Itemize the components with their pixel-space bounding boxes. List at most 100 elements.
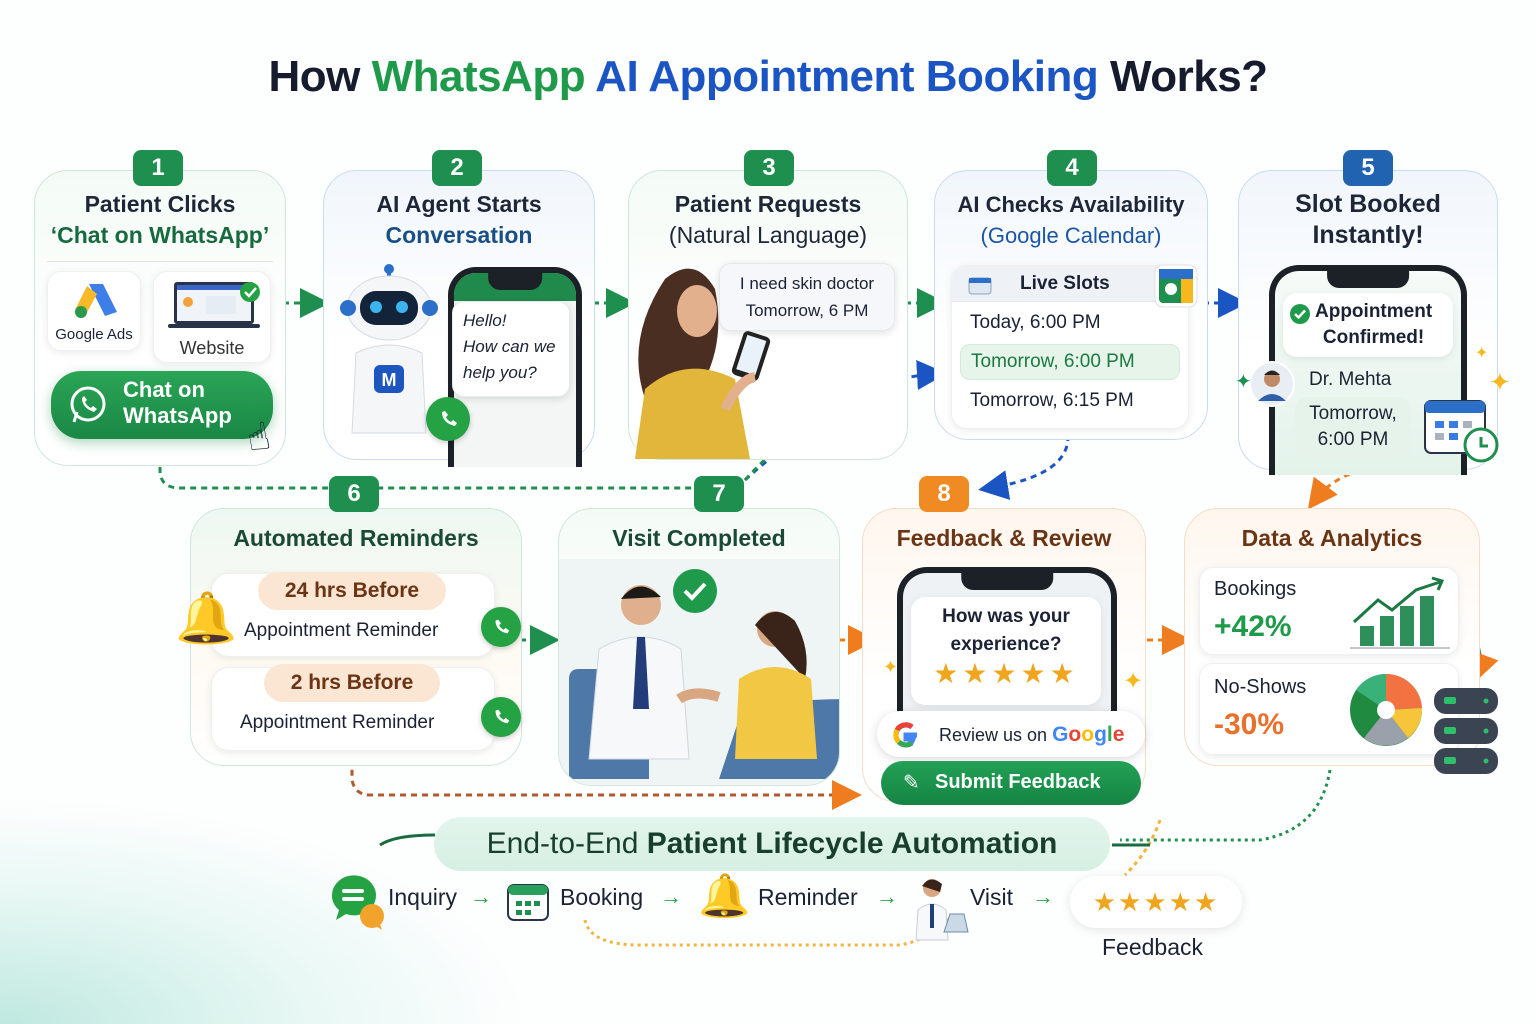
arrow-icon: → [1032, 884, 1054, 909]
step-1-card: Patient Clicks ‘Chat on WhatsApp’ Google … [34, 170, 286, 466]
whatsapp-icon [70, 386, 106, 423]
doctor-patient-handshake-illustration [559, 559, 839, 785]
step-1-badge: 1 [133, 150, 183, 186]
step-6-title: Automated Reminders [233, 525, 479, 551]
website-label: Website [179, 338, 245, 358]
cta-line-2: WhatsApp [123, 403, 232, 428]
bell-icon: 🔔 [698, 872, 751, 919]
sparkle-icon: ✦ [1489, 367, 1511, 397]
step-3-card: Patient Requests (Natural Language) I nee… [628, 170, 908, 460]
calendar-clock-icon [1424, 400, 1499, 463]
whatsapp-icon [426, 397, 470, 441]
database-server-icon [1434, 688, 1498, 774]
title-text: How [268, 52, 372, 101]
bookings-metric: Bookings +42% [1199, 567, 1459, 655]
step-5-badge: 5 [1343, 150, 1393, 186]
arrow-icon: → [876, 884, 898, 909]
website-laptop-icon [168, 282, 260, 328]
step-3-title: Patient Requests [674, 191, 862, 217]
step-4-title: AI Checks Availability [957, 192, 1185, 217]
step-1-subtitle: ‘Chat on WhatsApp’ [50, 222, 270, 248]
stage-reminder: Reminder [758, 884, 858, 910]
google-calendar-icon [1154, 264, 1198, 308]
review-label: Review us on [939, 725, 1053, 745]
slot-option[interactable]: Today, 6:00 PM [970, 312, 1101, 333]
step-8-badge: 8 [919, 476, 969, 512]
pie-chart-icon [1350, 673, 1423, 746]
step-3-badge: 3 [744, 150, 794, 186]
step-4-card: AI Checks Availability(Google Calendar) … [934, 170, 1208, 440]
robot-icon: M [340, 264, 438, 434]
step-7-card: Visit Completed [558, 508, 840, 786]
google-ads-tile[interactable]: Google Ads [47, 271, 141, 351]
sparkle-icon: ✦ [883, 657, 899, 677]
no-shows-metric: No-Shows -30% [1199, 663, 1459, 755]
doctor-avatar [1249, 361, 1295, 407]
arrow-icon: → [470, 884, 492, 909]
google-ads-label: Google Ads [55, 326, 133, 343]
step-2-subtitle: Conversation [385, 222, 533, 248]
step-5-title: Slot Booked [1295, 190, 1441, 218]
chat-bubble-icon [331, 875, 384, 930]
doctor-at-laptop-icon [915, 879, 969, 941]
step-1-title: Patient Clicks [84, 191, 236, 217]
pencil-icon: ✎ [903, 772, 920, 794]
stage-inquiry: Inquiry [388, 884, 458, 910]
sparkle-icon: ✦ [1123, 668, 1144, 695]
analytics-title: Data & Analytics [1241, 525, 1423, 551]
lifecycle-stages: Inquiry → Booking → 🔔 Reminder → Visit →… [330, 872, 1250, 962]
step-4-subtitle: (Google Calendar) [980, 223, 1162, 248]
reminder-card-24h: 24 hrs Before Appointment Reminder [211, 572, 495, 657]
live-slots-panel: Live Slots Today, 6:00 PM Tomorrow, 6:00… [951, 265, 1189, 429]
slot-option-selected[interactable]: Tomorrow, 6:00 PM [960, 344, 1180, 380]
google-g-icon [893, 722, 917, 748]
sparkle-icon: ✦ [1475, 345, 1489, 362]
step-6-badge: 6 [329, 476, 379, 512]
sparkle-icon: ✦ [1235, 371, 1252, 393]
bar-chart-up-icon [1350, 576, 1450, 649]
cta-line-1: Chat on [123, 377, 205, 402]
stage-booking: Booking [560, 884, 644, 910]
step-4-badge: 4 [1047, 150, 1097, 186]
title-ai-booking: AI Appointment Booking [585, 52, 1099, 101]
review-on-google-button[interactable]: Review us on Google [877, 711, 1145, 757]
step-7-title: Visit Completed [612, 525, 786, 551]
check-circle-icon [1290, 304, 1310, 324]
feedback-stars-pill: ★★★★★ [1070, 876, 1242, 928]
lifecycle-banner: End-to-End Patient Lifecycle Automation [434, 817, 1110, 871]
step-8-title: Feedback & Review [896, 525, 1112, 551]
title-works: Works? [1098, 52, 1268, 101]
reminder-when: 2 hrs Before [264, 664, 440, 702]
google-ads-icon [75, 284, 117, 318]
reminder-when: 24 hrs Before [258, 572, 446, 610]
stage-visit: Visit [970, 884, 1014, 910]
rating-stars[interactable]: ★★★★★ [933, 658, 1079, 689]
stage-feedback: Feedback [1102, 934, 1204, 960]
whatsapp-icon [481, 607, 521, 647]
page-title: How WhatsApp AI Appointment Booking Work… [0, 52, 1536, 102]
slot-option[interactable]: Tomorrow, 6:15 PM [970, 390, 1134, 411]
doctor-name: Dr. Mehta [1309, 369, 1392, 390]
bell-icon: 🔔 [175, 590, 238, 646]
appointment-time: Tomorrow,6:00 PM [1295, 397, 1411, 459]
step-7-badge: 7 [694, 476, 744, 512]
submit-feedback-button[interactable]: ✎ Submit Feedback [881, 761, 1141, 805]
step-6-card: Automated Reminders 24 hrs Before Appoin… [175, 508, 522, 766]
website-tile[interactable]: Website [153, 271, 271, 363]
step-2-badge: 2 [432, 150, 482, 186]
calendar-icon [507, 884, 549, 921]
whatsapp-icon [481, 697, 521, 737]
patient-with-phone-illustration [635, 268, 771, 459]
analytics-card: Data & Analytics Bookings +42% No-Shows … [1184, 508, 1480, 766]
step-5-subtitle: Instantly! [1312, 221, 1424, 249]
reminder-label: Appointment Reminder [240, 712, 435, 733]
step-3-subtitle: (Natural Language) [668, 222, 868, 248]
